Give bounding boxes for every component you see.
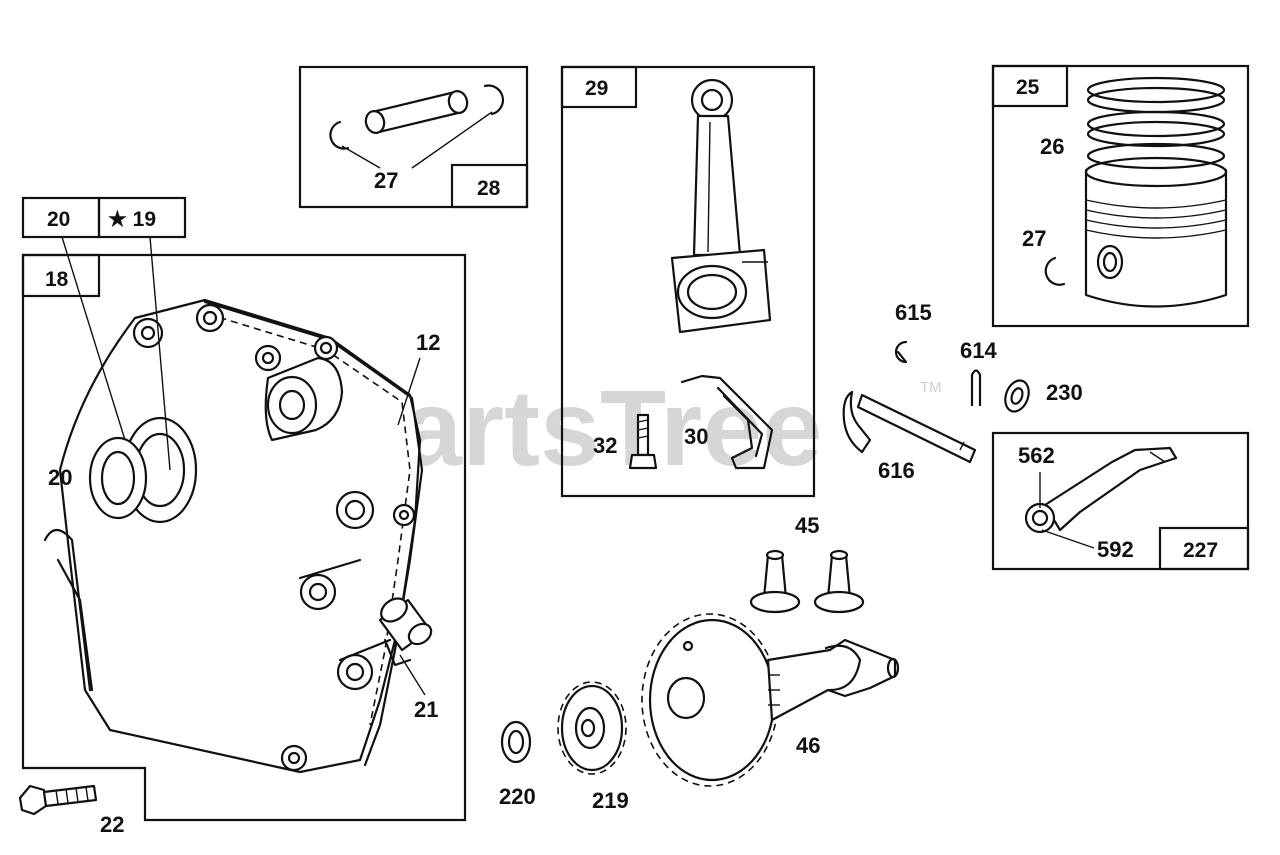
box-label-29: 29 bbox=[585, 77, 608, 100]
callout-12: 12 bbox=[416, 330, 440, 355]
pin-retainer-left bbox=[329, 120, 350, 150]
crankcase-cover bbox=[43, 298, 424, 774]
box-label-20: 20 bbox=[47, 208, 70, 231]
callout-45: 45 bbox=[795, 513, 819, 538]
piston-rings bbox=[1086, 76, 1226, 170]
callout-21: 21 bbox=[414, 697, 438, 722]
oil-fill-tube-21 bbox=[378, 597, 433, 667]
retainer-615 bbox=[894, 340, 908, 364]
connecting-rod bbox=[670, 78, 772, 334]
callout-26: 26 bbox=[1040, 134, 1064, 159]
box-label-28: 28 bbox=[477, 177, 501, 200]
governor-shaft-616 bbox=[842, 390, 977, 464]
crankcase-cover-box: 18 bbox=[21, 236, 467, 822]
tappet-right bbox=[813, 549, 865, 614]
watermark-trademark: TM bbox=[920, 379, 942, 396]
box-label-227: 227 bbox=[1183, 539, 1218, 562]
washer-230 bbox=[1004, 379, 1030, 413]
screw-22 bbox=[18, 784, 98, 816]
callout-615: 615 bbox=[895, 300, 932, 325]
camshaft-46 bbox=[641, 613, 900, 787]
callout-592: 592 bbox=[1097, 537, 1134, 562]
callout-230: 230 bbox=[1046, 380, 1083, 405]
box-label-19: ★ 19 bbox=[108, 208, 156, 231]
callout-22: 22 bbox=[100, 812, 124, 837]
tappet-left bbox=[749, 549, 801, 614]
spring-614 bbox=[970, 369, 982, 407]
governor-lever-box: 227 562 592 bbox=[991, 431, 1250, 571]
mount-boss-top bbox=[264, 356, 344, 442]
pin-retainer-right bbox=[483, 84, 504, 116]
callout-30: 30 bbox=[684, 424, 708, 449]
bolt-32 bbox=[628, 413, 658, 470]
callout-46: 46 bbox=[796, 733, 820, 758]
box-label-18: 18 bbox=[45, 268, 69, 291]
callout-562: 562 bbox=[1018, 443, 1055, 468]
piston-pin bbox=[364, 90, 469, 134]
box-label-25: 25 bbox=[1016, 76, 1040, 99]
washer-220 bbox=[500, 720, 532, 764]
callout-616: 616 bbox=[878, 458, 915, 483]
oil-dipper-30 bbox=[680, 374, 774, 470]
piston-retainer-clip bbox=[1044, 256, 1066, 286]
crank-gear-219 bbox=[557, 681, 627, 775]
callout-219: 219 bbox=[592, 788, 629, 813]
seal-kit-labels: 20 ★ 19 bbox=[21, 196, 187, 239]
callout-27-piston-retainer: 27 bbox=[1022, 226, 1046, 251]
piston-pin-kit-box: 28 27 bbox=[298, 65, 529, 209]
callout-32: 32 bbox=[593, 433, 617, 458]
callout-614: 614 bbox=[960, 338, 997, 363]
callout-27-pin-retainer: 27 bbox=[374, 168, 398, 193]
callout-20-oil-seal: 20 bbox=[48, 465, 72, 490]
piston-assembly-box: 25 26 27 bbox=[991, 64, 1250, 328]
oil-seal-20 bbox=[88, 436, 148, 520]
connecting-rod-box: 29 32 30 bbox=[560, 65, 816, 498]
piston bbox=[1084, 156, 1228, 308]
callout-220: 220 bbox=[499, 784, 536, 809]
